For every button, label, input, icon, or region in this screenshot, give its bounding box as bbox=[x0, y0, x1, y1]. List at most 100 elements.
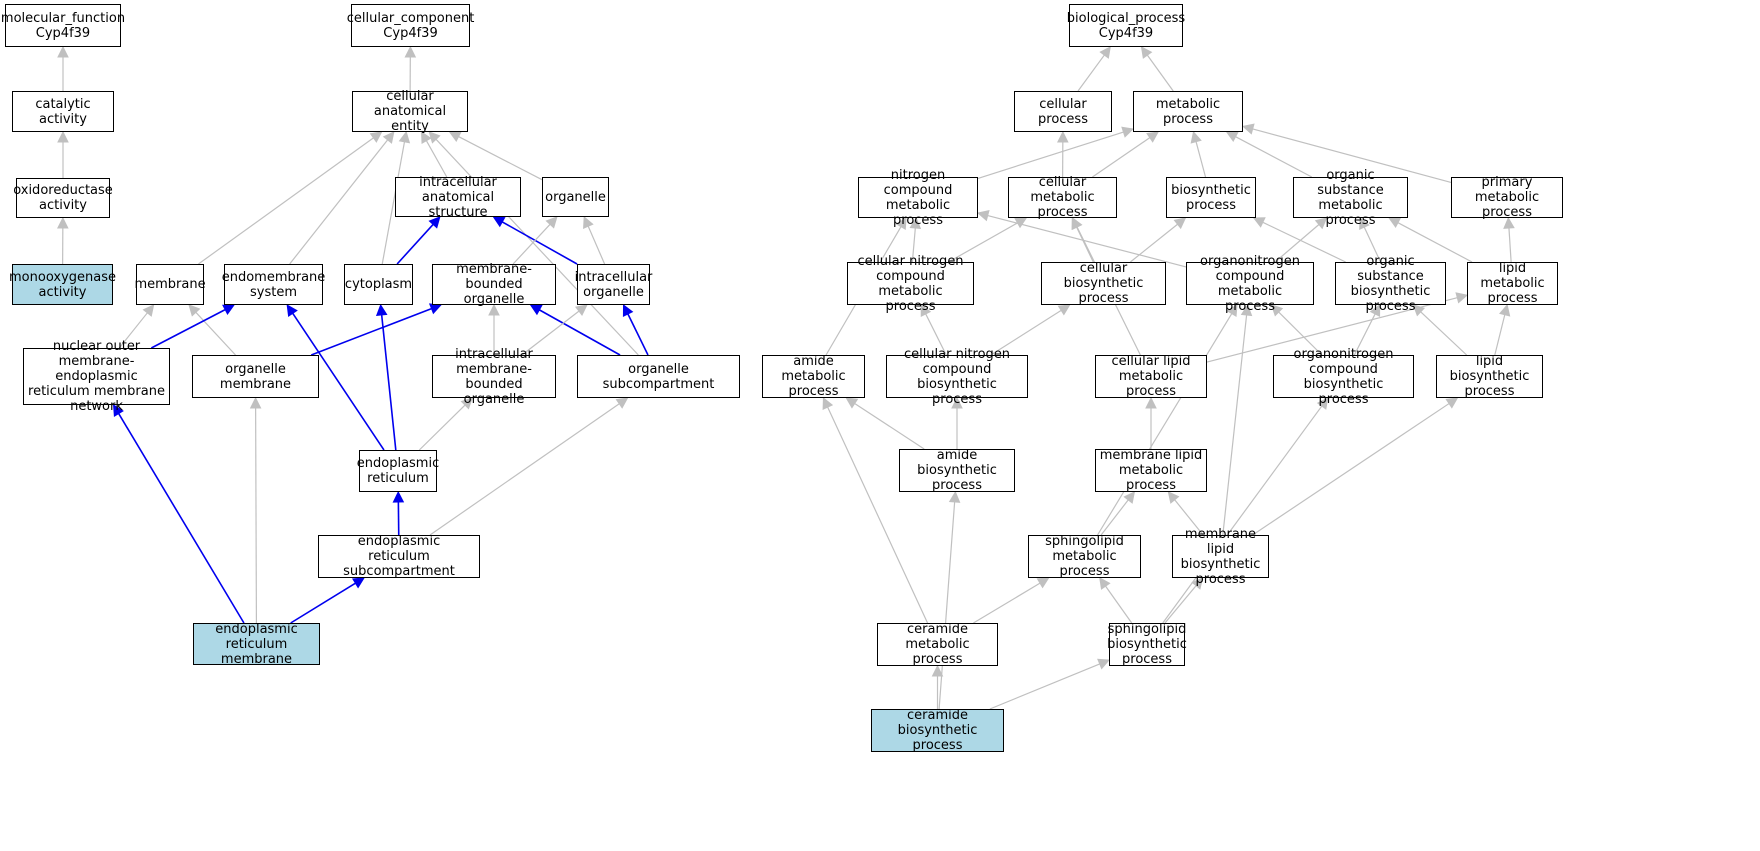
node-nuclear-outer-membrane-er-network[interactable]: nuclear outer membrane-endoplasmic retic… bbox=[23, 339, 170, 414]
edge-mlbp-to-oncmp bbox=[1222, 303, 1253, 536]
node-ceramide-metabolic-process[interactable]: ceramide metabolic process bbox=[877, 622, 998, 667]
edge-cmp-to-mp bbox=[1092, 131, 1160, 178]
node-cellular-process[interactable]: cellular process bbox=[1014, 91, 1112, 132]
node-oxidoreductase-activity[interactable]: oxidoreductase activity bbox=[13, 178, 113, 218]
edge-cmp-to-cp bbox=[1057, 130, 1069, 178]
edge-cncbp-to-cncmp bbox=[920, 304, 947, 356]
node-organelle-membrane[interactable]: organelle membrane bbox=[192, 355, 319, 398]
node-amide-biosynthetic-process[interactable]: amide biosynthetic process bbox=[899, 448, 1015, 493]
edge-ems-to-cae bbox=[289, 131, 395, 265]
node-metabolic-process[interactable]: metabolic process bbox=[1133, 91, 1243, 132]
edge-erm-to-om bbox=[249, 396, 262, 624]
node-endomembrane-system[interactable]: endomembrane system bbox=[222, 264, 325, 305]
node-organic-substance-metabolic-process[interactable]: organic substance metabolic process bbox=[1293, 168, 1408, 228]
edge-osbp-to-bsp bbox=[1252, 217, 1346, 263]
edge-ersc-to-osc bbox=[429, 397, 629, 536]
node-ceramide-biosynthetic-process[interactable]: ceramide biosynthetic process bbox=[871, 708, 1004, 753]
node-cellular-biosynthetic-process[interactable]: cellular biosynthetic process bbox=[1041, 261, 1166, 306]
node-catalytic-activity[interactable]: catalytic activity bbox=[12, 91, 114, 132]
node-monooxygenase-activity[interactable]: monooxygenase activity bbox=[9, 264, 116, 305]
edge-oxr-to-cat bbox=[57, 130, 69, 178]
node-cellular-nitrogen-compound-biosynthetic-process[interactable]: cellular nitrogen compound biosynthetic … bbox=[886, 347, 1028, 407]
edge-abp-to-cncbp bbox=[951, 396, 963, 449]
node-intracellular-organelle[interactable]: intracellular organelle bbox=[575, 264, 652, 305]
edge-cyt-to-cae bbox=[381, 130, 411, 265]
node-biosynthetic-process[interactable]: biosynthetic process bbox=[1166, 177, 1256, 218]
node-lipid-biosynthetic-process[interactable]: lipid biosynthetic process bbox=[1436, 354, 1543, 399]
node-organonitrogen-compound-biosynthetic-process[interactable]: organonitrogen compound biosynthetic pro… bbox=[1273, 347, 1414, 407]
edge-sbp-to-oncbp bbox=[1162, 397, 1329, 624]
edge-cncmp-to-cmp bbox=[948, 217, 1028, 263]
node-sphingolipid-biosynthetic-process[interactable]: sphingolipid biosynthetic process bbox=[1107, 622, 1187, 667]
edge-ersc-to-er bbox=[392, 490, 405, 536]
node-organic-substance-biosynthetic-process[interactable]: organic substance biosynthetic process bbox=[1335, 254, 1446, 314]
edge-om-to-mbo bbox=[310, 303, 442, 356]
node-er-subcompartment[interactable]: endoplasmic reticulum subcompartment bbox=[318, 534, 480, 579]
edge-nom-to-mem bbox=[118, 304, 155, 349]
edge-io-to-org bbox=[583, 215, 606, 265]
node-cellular-lipid-metabolic-process[interactable]: cellular lipid metabolic process bbox=[1095, 354, 1207, 399]
edge-cp-to-bp bbox=[1077, 46, 1111, 92]
edge-osc-to-io bbox=[622, 303, 649, 356]
edge-org-to-cae bbox=[448, 131, 543, 181]
node-membrane-lipid-biosynthetic-process[interactable]: membrane lipid biosynthetic process bbox=[1172, 527, 1269, 587]
node-membrane-lipid-metabolic-process[interactable]: membrane lipid metabolic process bbox=[1095, 448, 1207, 493]
node-endoplasmic-reticulum[interactable]: endoplasmic reticulum bbox=[357, 450, 439, 492]
edge-cat-to-mf bbox=[57, 45, 69, 91]
edge-oncbp-to-oncmp bbox=[1270, 304, 1323, 356]
node-intracellular-membrane-bounded-organelle[interactable]: intracellular membrane-bounded organelle bbox=[432, 347, 556, 407]
edge-nom-to-ems bbox=[150, 304, 236, 349]
edge-cerbp-to-cermp bbox=[931, 664, 944, 709]
node-organelle[interactable]: organelle bbox=[542, 177, 609, 217]
edge-mono-to-oxr bbox=[57, 216, 69, 265]
edge-imbo-to-io bbox=[521, 304, 588, 356]
node-amide-metabolic-process[interactable]: amide metabolic process bbox=[762, 354, 865, 399]
edge-osc-to-cae bbox=[428, 131, 639, 356]
edge-er-to-cyt bbox=[375, 303, 397, 451]
node-sphingolipid-metabolic-process[interactable]: sphingolipid metabolic process bbox=[1028, 534, 1141, 579]
node-cellular-component[interactable]: cellular_component Cyp4f39 bbox=[347, 4, 474, 47]
node-cytoplasm[interactable]: cytoplasm bbox=[344, 264, 413, 305]
node-organelle-subcompartment[interactable]: organelle subcompartment bbox=[577, 355, 740, 398]
edge-om-to-mem bbox=[188, 304, 236, 356]
edge-cermp-to-amp bbox=[822, 396, 929, 624]
node-organonitrogen-compound-metabolic-process[interactable]: organonitrogen compound metabolic proces… bbox=[1186, 254, 1314, 314]
edge-osmp-to-mp bbox=[1225, 131, 1313, 178]
node-membrane-bounded-organelle[interactable]: membrane-bounded organelle bbox=[432, 262, 556, 307]
node-er-membrane[interactable]: endoplasmic reticulum membrane bbox=[193, 622, 320, 667]
node-cellular-metabolic-process[interactable]: cellular metabolic process bbox=[1008, 175, 1117, 220]
node-cellular-anatomical-entity[interactable]: cellular anatomical entity bbox=[352, 89, 468, 134]
edge-lbp-to-osbp bbox=[1412, 304, 1468, 356]
edge-mlbp-to-lbp bbox=[1252, 397, 1459, 536]
edge-oncmp-to-osmp bbox=[1274, 217, 1328, 263]
node-molecular-function[interactable]: molecular_function Cyp4f39 bbox=[1, 4, 125, 47]
node-intracellular-anatomical-structure[interactable]: intracellular anatomical structure bbox=[395, 175, 521, 220]
edge-cyt-to-ias bbox=[396, 216, 441, 265]
edge-sbp-to-mlbp bbox=[1164, 577, 1204, 624]
edge-lmp-to-pmp bbox=[1503, 216, 1515, 263]
edge-lmp-to-osmp bbox=[1388, 217, 1473, 263]
edge-ias-to-cae bbox=[420, 131, 448, 178]
node-primary-metabolic-process[interactable]: primary metabolic process bbox=[1451, 175, 1563, 220]
edge-mem-to-cae bbox=[198, 131, 383, 265]
edge-cncmp-to-ncmp bbox=[909, 216, 922, 263]
edge-imbo-to-mbo bbox=[488, 303, 500, 355]
edge-cbp-to-bsp bbox=[1130, 217, 1187, 263]
node-membrane[interactable]: membrane bbox=[134, 264, 206, 305]
edge-abp-to-amp bbox=[845, 397, 925, 450]
edge-oncbp-to-osbp bbox=[1353, 304, 1381, 356]
edge-smp-to-mlmp bbox=[1100, 491, 1136, 536]
edge-mp-to-bp bbox=[1140, 46, 1174, 92]
edge-er-to-ems bbox=[286, 304, 385, 451]
edge-io-to-ias bbox=[492, 216, 578, 265]
node-cellular-nitrogen-compound-metabolic-process[interactable]: cellular nitrogen compound metabolic pro… bbox=[847, 254, 974, 314]
edge-mbo-to-org bbox=[512, 216, 558, 265]
edge-erm-to-nom bbox=[112, 404, 245, 624]
edge-clmp-to-lmp bbox=[1206, 292, 1469, 363]
node-biological-process[interactable]: biological_process Cyp4f39 bbox=[1067, 4, 1185, 47]
node-lipid-metabolic-process[interactable]: lipid metabolic process bbox=[1467, 261, 1558, 306]
node-nitrogen-compound-metabolic-process[interactable]: nitrogen compound metabolic process bbox=[858, 168, 978, 228]
edge-ncmp-to-mp bbox=[977, 126, 1135, 179]
edge-bsp-to-mp bbox=[1190, 130, 1207, 178]
edge-osc-to-mbo bbox=[529, 304, 621, 356]
